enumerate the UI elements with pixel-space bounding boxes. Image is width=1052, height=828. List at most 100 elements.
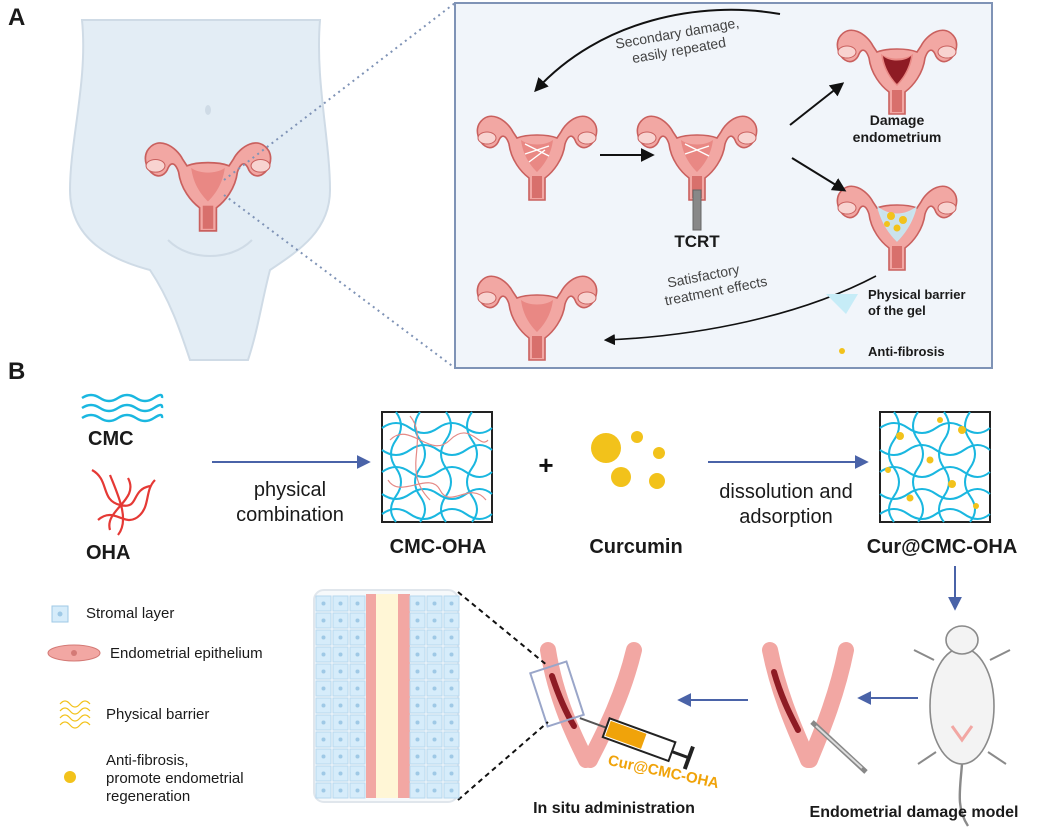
stromal-cell-nucleus — [355, 720, 360, 725]
gel-barrier-icon — [826, 294, 858, 314]
stromal-cell-nucleus — [355, 703, 360, 708]
arrow-satisfactory — [603, 275, 877, 346]
zoom-line-bottom — [223, 194, 456, 369]
stromal-cell-nucleus — [338, 720, 343, 725]
stromal-cell-nucleus — [355, 737, 360, 742]
syringe-icon — [579, 717, 695, 770]
anti-fibrosis-legend-icon — [64, 771, 76, 783]
stromal-cell-nucleus — [338, 686, 343, 691]
panel-label-a: A — [8, 4, 26, 31]
stromal-cell-nucleus — [449, 635, 454, 640]
stromal-cell-nucleus — [432, 788, 437, 793]
damage-model-label: Endometrial damage model — [809, 804, 1019, 821]
arrow-to-gel — [791, 157, 847, 192]
stromal-cell-nucleus — [415, 703, 420, 708]
rat-uterus-damaged — [762, 642, 868, 774]
stromal-cell-nucleus — [321, 618, 326, 623]
physical-line-1: physical — [253, 479, 327, 501]
tissue-section — [313, 589, 460, 803]
uterus-gel — [836, 185, 958, 271]
stromal-cell-nucleus — [432, 703, 437, 708]
stromal-cell-nucleus — [338, 635, 343, 640]
arrow-secondary-damage — [534, 8, 781, 93]
stromal-cell-nucleus — [449, 703, 454, 708]
stromal-cell-nucleus — [415, 669, 420, 674]
physical-barrier-icon — [59, 700, 91, 729]
stromal-cell-nucleus — [449, 669, 454, 674]
physical-combination-text: physical combination — [236, 478, 344, 528]
oha-chains-icon — [91, 469, 156, 536]
stromal-cell-nucleus — [321, 601, 326, 606]
legend-anti-fibrosis: Anti-fibrosis — [868, 344, 945, 359]
dissolution-text: dissolution and adsorption — [719, 480, 852, 530]
stromal-cell-nucleus — [338, 669, 343, 674]
legend-stromal: Stromal layer — [86, 605, 175, 622]
stromal-cell-nucleus — [355, 669, 360, 674]
cur-cmc-oha-network — [879, 411, 991, 523]
in-situ-label: In situ administration — [533, 800, 695, 817]
damage-endometrium-text: Damage endometrium — [853, 112, 942, 146]
uterus-damage — [836, 29, 958, 115]
uterus-adhesion — [476, 115, 598, 201]
in-situ-uterus — [529, 642, 642, 768]
stromal-cell-nucleus — [432, 754, 437, 759]
cur-cmc-oha-label: Cur@CMC-OHA — [866, 536, 1018, 558]
stromal-cell-nucleus — [355, 652, 360, 657]
stromal-cell-nucleus — [321, 788, 326, 793]
stromal-cell-nucleus — [415, 788, 420, 793]
stromal-cell-nucleus — [415, 601, 420, 606]
plus-sign: + — [538, 450, 553, 480]
rat-icon — [913, 625, 1011, 827]
legend-barrier: Physical barrier — [106, 706, 210, 723]
stromal-cell-nucleus — [432, 720, 437, 725]
stromal-cell-nucleus — [432, 618, 437, 623]
stromal-cell-nucleus — [432, 601, 437, 606]
stromal-cell-nucleus — [449, 720, 454, 725]
cmc-oha-label: CMC-OHA — [389, 536, 487, 558]
arrow-to-damage — [789, 82, 845, 126]
stromal-cell-nucleus — [449, 771, 454, 776]
stromal-cell-nucleus — [415, 720, 420, 725]
legend-anti-line-3: regeneration — [106, 788, 191, 805]
stromal-cell-nucleus — [338, 618, 343, 623]
stromal-cell-nucleus — [432, 737, 437, 742]
legend-epithelium: Endometrial epithelium — [110, 645, 263, 662]
stromal-cell-nucleus — [449, 737, 454, 742]
stromal-cell-nucleus — [355, 754, 360, 759]
legend-anti-line-2: promote endometrial — [106, 770, 244, 787]
stromal-cell-nucleus — [321, 686, 326, 691]
stromal-cell-nucleus — [449, 601, 454, 606]
cmc-label: CMC — [88, 428, 134, 450]
legend-gel-line-2: of the gel — [868, 303, 926, 318]
stromal-cell-nucleus — [415, 686, 420, 691]
stromal-cell-nucleus — [321, 737, 326, 742]
stromal-cell-nucleus — [321, 720, 326, 725]
stromal-cell-nucleus — [338, 788, 343, 793]
stromal-cell-nucleus — [338, 737, 343, 742]
stromal-cell-nucleus — [355, 601, 360, 606]
physical-line-2: combination — [236, 504, 344, 526]
stromal-cell-nucleus — [432, 669, 437, 674]
tcrt-label: TCRT — [674, 232, 720, 251]
stromal-cell-nucleus — [415, 652, 420, 657]
stromal-cell-nucleus — [321, 754, 326, 759]
zoom-dash-bottom — [457, 721, 549, 801]
legend-gel-barrier: Physical barrier of the gel — [868, 287, 966, 319]
stromal-cell-nucleus — [432, 686, 437, 691]
stromal-cell-nucleus — [355, 686, 360, 691]
stromal-cell-nucleus — [415, 618, 420, 623]
stromal-cell-nucleus — [449, 754, 454, 759]
stromal-cell-nucleus — [432, 652, 437, 657]
stromal-cell-nucleus — [449, 652, 454, 657]
stromal-cell-nucleus — [355, 618, 360, 623]
legend-anti-fibrosis-b: Anti-fibrosis, promote endometrial regen… — [106, 752, 244, 806]
stromal-cell-nucleus — [355, 635, 360, 640]
stromal-cell-nucleus — [338, 703, 343, 708]
stromal-cell-nucleus — [338, 601, 343, 606]
cmc-oha-network — [381, 411, 493, 523]
panel-label-b: B — [8, 358, 26, 385]
cmc-waves-icon — [81, 393, 164, 423]
stromal-cell-nucleus — [432, 771, 437, 776]
legend-gel-line-1: Physical barrier — [868, 287, 966, 302]
